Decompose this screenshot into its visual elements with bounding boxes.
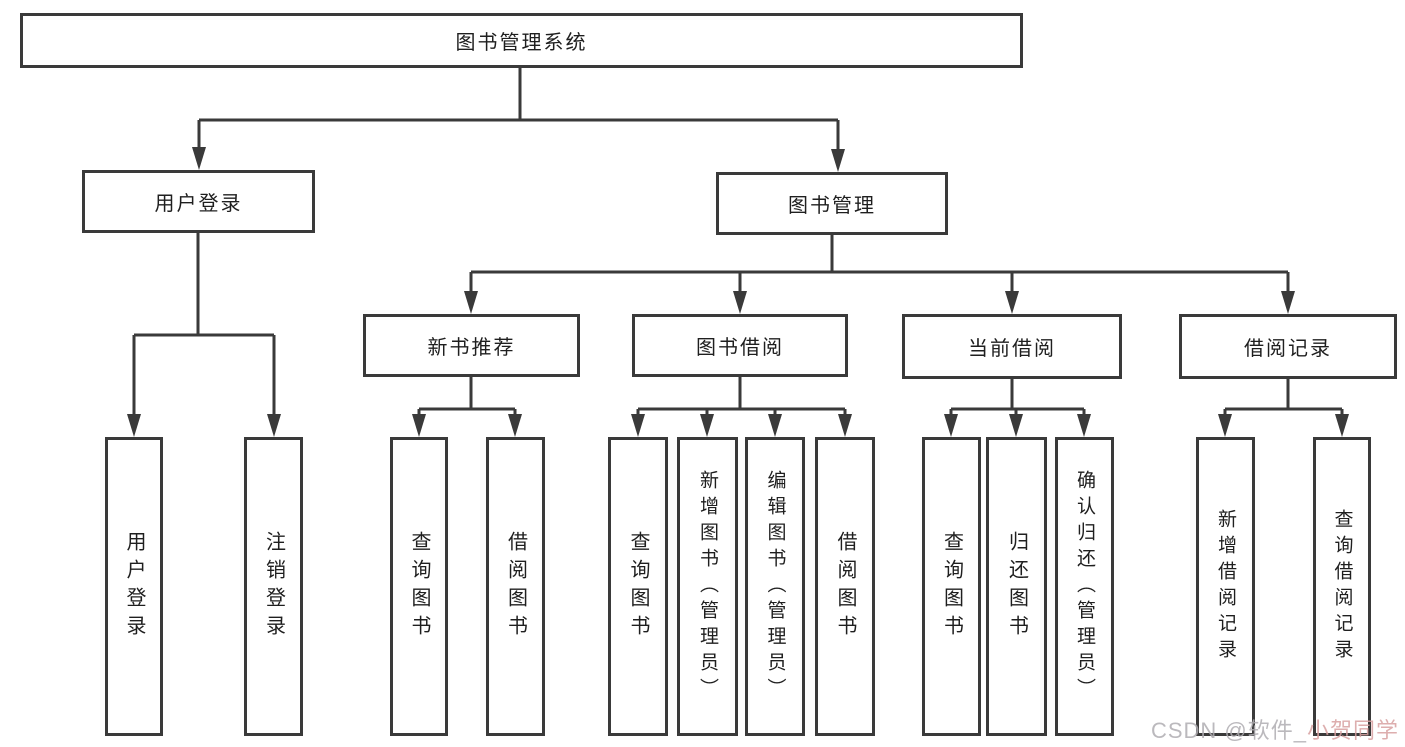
node-label: 新书推荐	[427, 337, 516, 359]
leaf-add-books-admin: 新增图书（管理员）	[677, 437, 738, 736]
node-label: 当前借阅	[968, 338, 1056, 360]
node-label: 编辑图书（管理员）	[764, 469, 786, 704]
arrowheads	[127, 147, 1349, 437]
leaf-borrow-books: 借阅图书	[486, 437, 545, 736]
node-label: 注销登录	[262, 530, 285, 643]
node-label: 确认归还（管理员）	[1074, 469, 1095, 704]
leaf-confirm-return-admin: 确认归还（管理员）	[1055, 437, 1114, 736]
node-book-borrowing: 图书借阅	[632, 314, 848, 377]
node-label: 归还图书	[1005, 530, 1028, 643]
node-label: 新增借阅记录	[1215, 508, 1236, 665]
node-label: 查询图书	[627, 530, 649, 643]
node-new-book-recommendation: 新书推荐	[363, 314, 580, 377]
node-borrowing-records: 借阅记录	[1179, 314, 1397, 379]
leaf-logout: 注销登录	[244, 437, 303, 736]
leaf-query-books: 查询图书	[390, 437, 448, 736]
leaf-query-books: 查询图书	[608, 437, 668, 736]
node-label: 新增图书（管理员）	[697, 469, 718, 704]
node-library-management-system: 图书管理系统	[20, 13, 1023, 68]
leaf-add-borrow-record: 新增借阅记录	[1196, 437, 1255, 736]
leaf-query-books: 查询图书	[922, 437, 981, 736]
node-label: 查询图书	[408, 530, 430, 643]
leaf-return-books: 归还图书	[986, 437, 1047, 736]
node-current-borrowing: 当前借阅	[902, 314, 1122, 379]
node-label: 借阅图书	[834, 530, 856, 643]
node-label: 用户登录	[154, 193, 243, 215]
node-label: 借阅图书	[504, 530, 527, 643]
node-book-management: 图书管理	[716, 172, 948, 235]
leaf-query-borrow-record: 查询借阅记录	[1313, 437, 1371, 736]
node-label: 查询图书	[940, 530, 963, 643]
leaf-user-login: 用户登录	[105, 437, 163, 736]
node-label: 图书管理系统	[455, 32, 588, 54]
node-label: 图书管理	[788, 195, 876, 217]
leaf-borrow-books: 借阅图书	[815, 437, 875, 736]
node-label: 查询借阅记录	[1331, 508, 1353, 665]
node-label: 用户登录	[123, 530, 145, 643]
node-label: 图书借阅	[696, 337, 784, 359]
node-label: 借阅记录	[1244, 338, 1332, 360]
node-user-login: 用户登录	[82, 170, 315, 233]
leaf-edit-books-admin: 编辑图书（管理员）	[745, 437, 805, 736]
